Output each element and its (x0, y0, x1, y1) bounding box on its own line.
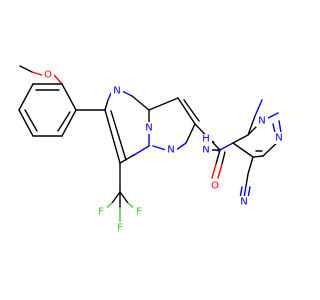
atom-labels: O N N N N H O N N N F F F (42, 69, 285, 234)
hydrogen-amide-label: H (202, 134, 210, 145)
nitrogen-pyrimidine-label: N (113, 86, 120, 97)
pyrazolopyrimidine-core (104, 90, 200, 164)
methoxyphenyl-ring (18, 83, 106, 137)
background (0, 0, 300, 300)
methoxy-group (19, 65, 63, 85)
trifluoromethyl-group (103, 162, 137, 223)
oxygen-carbonyl-label: O (211, 181, 219, 192)
fluorine-left-label: F (98, 207, 104, 218)
nitrogen-methylpyrazole-1-label: N (258, 116, 265, 127)
nitrogen-amide-label: N (202, 145, 209, 156)
fluorine-right-label: F (136, 207, 142, 218)
nitrogen-nitrile-label: N (240, 197, 247, 208)
oxygen-methoxy-label: O (44, 70, 52, 81)
molecule-structure: O N N N N H O N N N F F F (0, 0, 300, 300)
nitrogen-bridge-label: N (145, 123, 152, 134)
nitrogen-methylpyrazole-2-label: N (275, 133, 282, 144)
nitrogen-pyrazole-label: N (167, 145, 174, 156)
fluorine-bottom-label: F (117, 223, 123, 234)
